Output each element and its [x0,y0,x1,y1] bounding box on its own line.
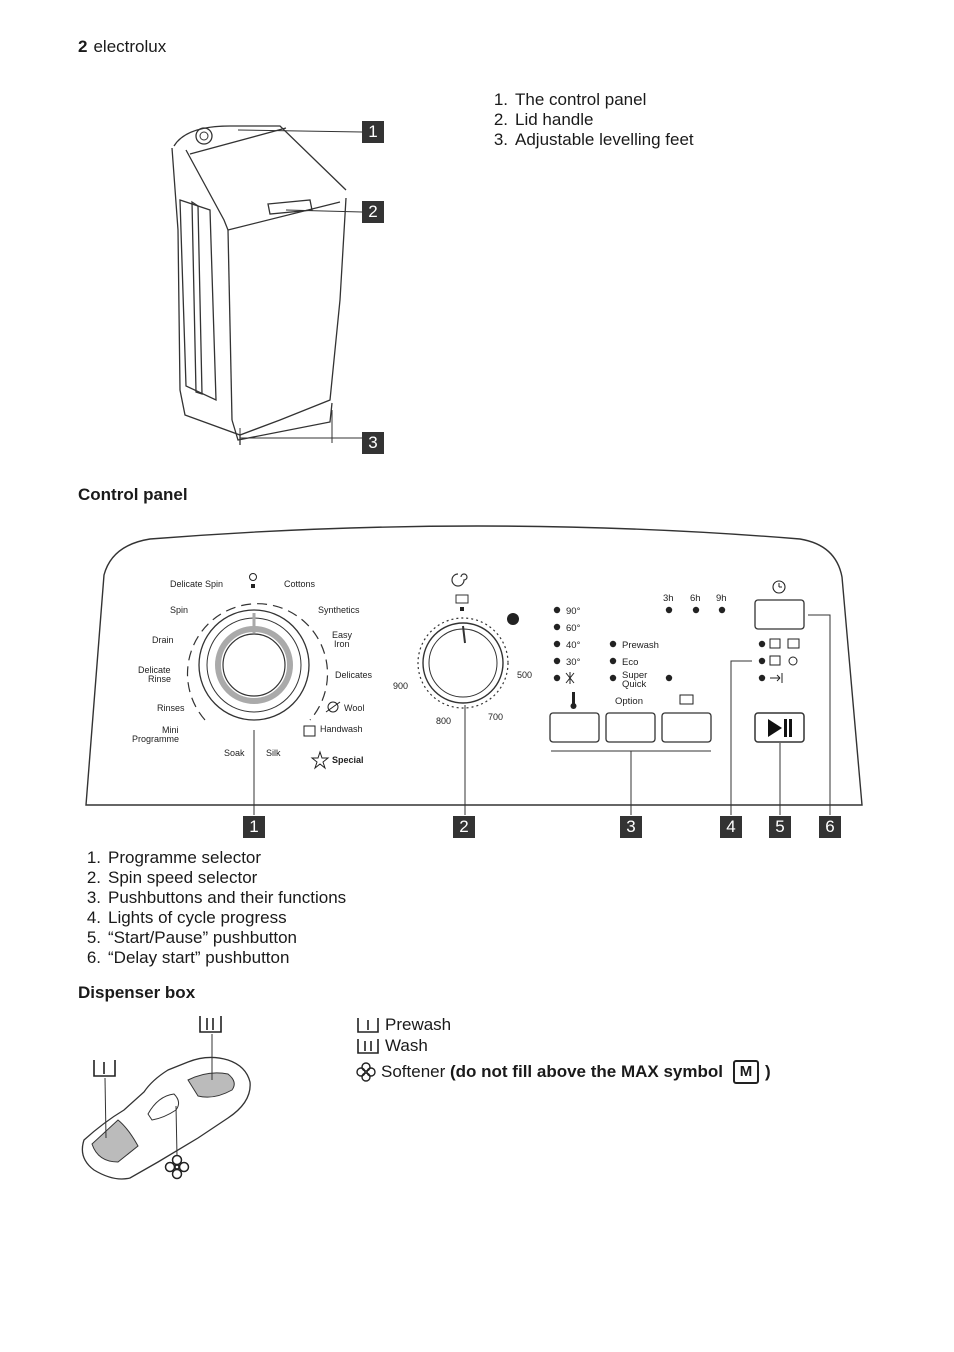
legend-item: 2.Lid handle [493,110,594,129]
brand-name: electrolux [93,37,167,56]
opt-super-2: Quick [622,679,647,690]
prog-easy-iron-1: Easy [332,630,353,640]
washing-machine-illustration [171,125,363,445]
delay-start-button[interactable] [754,599,805,630]
wool-icon [325,701,341,713]
legend-item: 5.“Start/Pause” pushbutton [86,928,298,947]
legend-item: 1.The control panel [493,90,647,109]
prog-rinses: Rinses [157,703,185,713]
control-panel-diagram: Cottons Synthetics Easy Iron Delicates W… [85,525,863,815]
softener-flower-icon [164,1154,190,1180]
appliance-callout-1: 1 [362,121,384,143]
page-number: 2 [78,37,88,56]
dispenser-box-illustration [81,1016,251,1180]
appliance-callout-2: 2 [362,201,384,223]
prog-special: Special [332,755,364,765]
handwash-icon [303,725,316,737]
prog-drain: Drain [152,635,174,645]
panel-callout-6: 6 [819,816,841,838]
dispenser-title: Dispenser box [78,983,196,1002]
legend-item: 1.Programme selector [86,848,262,867]
prog-delicates: Delicates [335,670,373,680]
panel-callout-5: 5 [769,816,791,838]
delay-clock-icon [772,580,786,594]
no-spin-icon [455,594,469,604]
legend-item: 6.“Delay start” pushbutton [86,948,290,967]
control-panel-title: Control panel [78,485,188,504]
special-star-icon [310,750,330,770]
opt-eco: Eco [622,657,638,668]
panel-callout-2: 2 [453,816,475,838]
control-panel-legend: 1.Programme selector 2.Spin speed select… [74,848,346,968]
delay-9h: 9h [716,593,727,604]
temp-90: 90° [566,606,581,617]
legend-item: 3.Pushbuttons and their functions [86,888,347,907]
legend-prewash: Prewash [356,1014,771,1035]
legend-softener: Softener (do not fill above the MAX symb… [356,1059,771,1084]
panel-callout-4: 4 [720,816,742,838]
prog-mini-2: Programme [132,734,179,744]
appliance-callout-3: 3 [362,432,384,454]
prewash-compartment-icon [357,1017,379,1033]
prog-soak: Soak [224,748,245,758]
cycle-progress-icons [769,638,800,683]
panel-callout-3: 3 [620,816,642,838]
stain-button[interactable] [661,712,712,743]
panel-callout-1: 1 [243,816,265,838]
wash-compartment-icon [357,1038,379,1054]
dispenser-legend: Prewash Wash Softener (do not fill above… [356,1014,771,1084]
prog-delicate-rinse-2: Rinse [148,674,171,684]
programme-selector[interactable] [186,603,329,721]
prog-delicate-spin: Delicate Spin [170,579,223,589]
max-symbol-icon: M [732,1059,759,1084]
spin-700: 700 [488,712,503,722]
spin-spiral-icon [451,573,468,587]
legend-item: 2.Spin speed selector [86,868,258,887]
spin-speed-selector[interactable] [417,617,509,709]
prog-silk: Silk [266,748,281,758]
prog-mini-1: Mini [162,725,179,735]
legend-item: 3.Adjustable levelling feet [493,130,694,149]
spin-800: 800 [436,716,451,726]
prog-synthetics: Synthetics [318,605,360,615]
start-pause-icon [768,719,792,737]
legend-wash: Wash [356,1035,771,1056]
temp-40: 40° [566,640,581,651]
opt-option-label: Option [615,696,643,707]
appliance-legend: 1.The control panel 2.Lid handle 3.Adjus… [481,90,694,150]
legend-item: 4.Lights of cycle progress [86,908,287,927]
prog-wool: Wool [344,703,364,713]
temp-60: 60° [566,623,581,634]
prog-easy-iron-2: Iron [334,639,350,649]
opt-prewash: Prewash [622,640,659,651]
prog-cottons: Cottons [284,579,316,589]
temperature-icon [570,692,577,709]
spin-900: 900 [393,681,408,691]
page-header: 2 electrolux [78,37,166,57]
softener-flower-icon [356,1061,376,1082]
rinse-hold-icon [507,613,519,625]
temperature-button[interactable] [549,712,600,743]
stain-icon [679,694,694,705]
option-button[interactable] [605,712,656,743]
prog-spin: Spin [170,605,188,615]
delay-6h: 6h [690,593,701,604]
temp-30: 30° [566,657,581,668]
prewash-compartment-icon [93,1060,116,1077]
opt-super-1: Super [622,670,647,681]
spin-500: 500 [517,670,532,680]
wash-compartment-icon [199,1016,222,1033]
prog-handwash: Handwash [320,724,363,734]
delay-3h: 3h [663,593,674,604]
prog-delicate-rinse-1: Delicate [138,665,171,675]
